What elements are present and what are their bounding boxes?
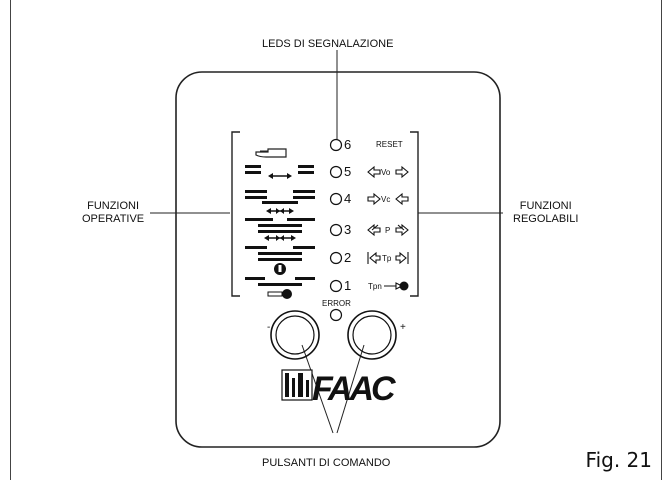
logo-text: FAAC	[312, 370, 396, 408]
pulsanti-leader-right	[336, 344, 365, 434]
led-number-3: 3	[344, 222, 352, 237]
open-close-bars-icon	[245, 165, 314, 179]
partial-open-icon	[245, 190, 315, 214]
p-label: P	[385, 226, 391, 235]
p-arrows-icon	[367, 223, 409, 237]
led-column	[329, 138, 343, 322]
led-3	[329, 223, 343, 237]
leds-label: LEDS DI SEGNALAZIONE	[262, 38, 394, 50]
led-number-1: 1	[344, 278, 352, 293]
led-4	[329, 192, 343, 206]
reset-label: RESET	[376, 140, 403, 149]
tpn-arrow-icon	[384, 282, 404, 290]
led-1	[329, 279, 343, 293]
led-number-2: 2	[344, 250, 352, 265]
figure-caption: Fig. 21	[585, 448, 652, 472]
vo-arrows-icon	[367, 165, 409, 179]
plus-button[interactable]	[347, 310, 397, 360]
pulsanti-label: PULSANTI DI COMANDO	[262, 457, 391, 469]
tp-arrows-icon	[367, 251, 409, 265]
left-bracket	[231, 131, 240, 297]
led-6	[329, 138, 343, 152]
hand-icon	[255, 148, 287, 158]
led-number-5: 5	[344, 164, 352, 179]
funzioni-operative-label: FUNZIONI OPERATIVE	[82, 200, 145, 225]
panel-outline	[175, 71, 501, 448]
plus-sign: +	[400, 322, 406, 333]
led-2	[329, 251, 343, 265]
tp-label: Tp	[382, 254, 392, 263]
tpn-dot-icon	[399, 281, 409, 291]
led-number-6: 6	[344, 137, 352, 152]
vo-label: Vo	[381, 168, 391, 177]
funzioni-regolabili-label: FUNZIONI REGOLABILI	[513, 200, 579, 225]
pulsanti-leader-left	[301, 344, 334, 434]
key-switch-icon	[245, 277, 315, 299]
closed-lock-icon	[245, 246, 315, 275]
minus-sign: -	[267, 322, 271, 333]
figure-frame	[10, 0, 662, 480]
vc-label: Vc	[381, 195, 391, 204]
led-5	[329, 165, 343, 179]
right-bracket	[410, 131, 419, 297]
led-number-4: 4	[344, 191, 352, 206]
led-error	[329, 308, 343, 322]
tpn-label: Tpn	[368, 282, 382, 291]
faac-logo: FAAC	[281, 369, 399, 408]
vc-arrows-icon	[367, 192, 409, 206]
error-label: ERROR	[322, 299, 351, 308]
minus-button[interactable]	[270, 310, 320, 360]
double-leaf-icon	[245, 218, 315, 241]
